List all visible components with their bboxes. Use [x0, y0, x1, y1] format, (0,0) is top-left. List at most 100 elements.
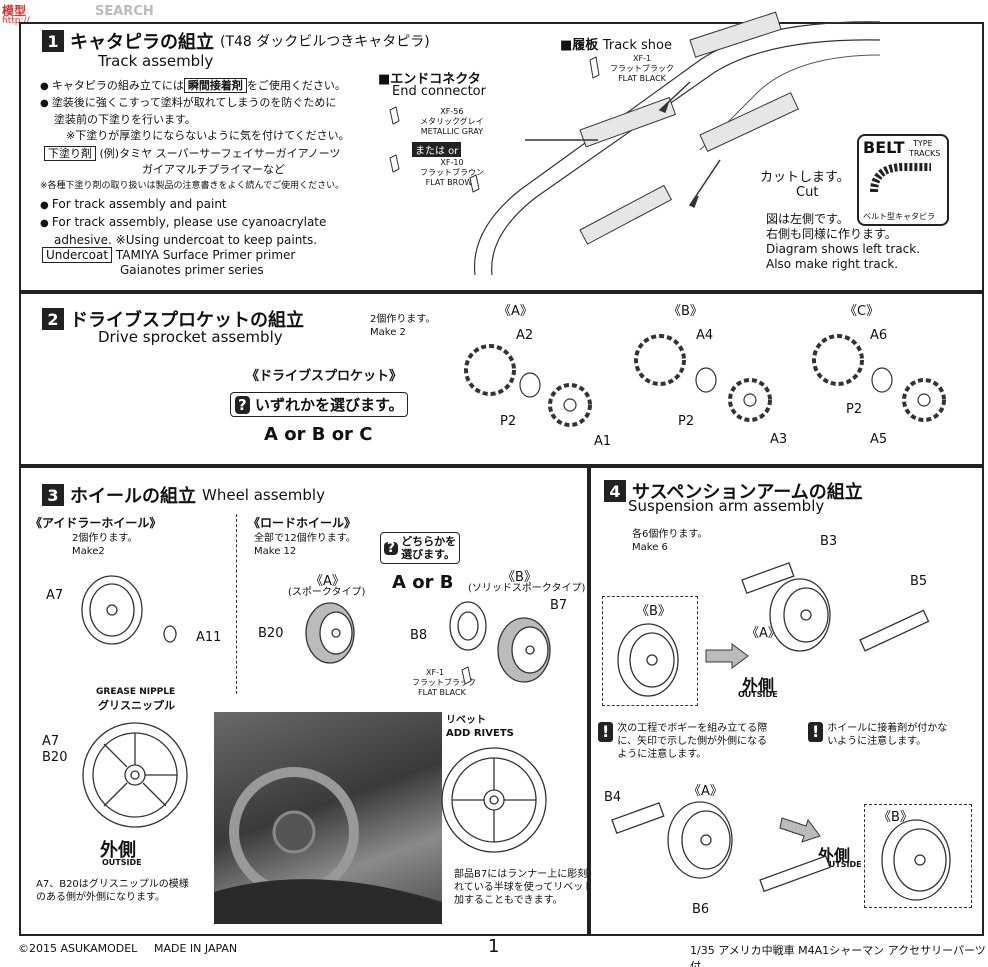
s1-end-connector-jp: ■エンドコネクタ: [378, 72, 481, 87]
s1-paint1-jp: メタリックグレイ: [420, 117, 484, 126]
s4-warning-2: ! ホイールに接着剤が付かな いように注意します。: [808, 722, 947, 748]
s3-label-b20b: B20: [42, 750, 68, 765]
question-icon: ?: [235, 396, 250, 414]
s1-title-paren: (T48 ダックビルつきキャタピラ): [220, 34, 430, 50]
footer-page-number: 1: [488, 936, 500, 957]
s4-variant-b2-box: [864, 804, 972, 908]
s2-make-en: Make 2: [370, 327, 406, 338]
s3-road-make: 全部で12個作ります。 Make 12: [254, 532, 356, 558]
s3-reference-photo: [214, 712, 442, 924]
s2-variant-c-tag: 《C》: [844, 304, 880, 319]
s4-warn1-1: 次の工程でボギーを組み立てる際: [617, 723, 768, 734]
s4-title-en: Suspension arm assembly: [628, 497, 825, 515]
s1-belt-jp: ベルト型キャタピラ: [863, 212, 935, 221]
s1-shoe-en: Track shoe: [602, 38, 672, 53]
s1-title: 1 キャタピラの組立 (T48 ダックビルつきキャタピラ): [42, 28, 430, 54]
s1-note-jp-5: ※下塗りが厚塗りにならないように気を付けてください。: [66, 129, 350, 142]
s2-title-en: Drive sprocket assembly: [98, 328, 283, 346]
s2-variant-a-top: A2: [516, 328, 534, 343]
watermark-brand: 模型: [2, 4, 27, 18]
s1-note-en-0: For track assembly and paint: [40, 196, 326, 214]
s4-label-b3: B3: [820, 534, 838, 549]
s4-outside2-en: OUTSIDE: [822, 860, 862, 869]
s2-variant-b-bottom: A3: [770, 432, 788, 447]
s1-paint2-en: FLAT BROWN: [425, 178, 479, 187]
s4-suspension-illustration: [611, 562, 951, 901]
s3-label-b7: B7: [550, 598, 568, 613]
s4-tag-b: 《B》: [636, 604, 671, 619]
s1-paint1: XF-56 メタリックグレイ METALLIC GRAY: [420, 107, 484, 137]
s1-belt-tracks: TRACKS: [909, 149, 941, 158]
s4-warn2-1: ホイールに接着剤が付かな: [827, 723, 948, 734]
s1-paint2: XF-10 フラットブラウン FLAT BROWN: [420, 158, 484, 188]
s3-rivet-note-3: 加することもできます。: [454, 895, 563, 906]
s1-cut-jp: カットします。: [760, 170, 850, 185]
s4-warn1-3: ように注意します。: [617, 749, 707, 760]
s2-number: 2: [42, 308, 64, 330]
s4-label-b4: B4: [604, 790, 622, 805]
s3-idler-title: 《アイドラーホイール》: [30, 516, 162, 530]
s3-choose-en: A or B: [392, 572, 454, 593]
s2-sprocket-illustration: [464, 334, 946, 427]
s1-paint2-code: XF-10: [440, 158, 464, 167]
s1-notes-en: For track assembly and paint For track a…: [40, 196, 326, 248]
s4-number: 4: [604, 480, 626, 502]
s4-make: 各6個作ります。 Make 6: [632, 528, 707, 554]
s2-variant-a-mid: P2: [500, 414, 517, 429]
s1-shoe-paint-code: XF-1: [632, 54, 652, 63]
s4-warn2-2: いように注意します。: [827, 736, 927, 747]
s4-outside-en: OUTSIDE: [738, 690, 778, 699]
s1-undercoat-en-1: TAMIYA Surface Primer primer: [115, 248, 296, 262]
s2-variant-c-mid: P2: [846, 402, 863, 417]
s1-track-illustration: [389, 11, 881, 276]
s4-outside-jp: 外側: [742, 676, 775, 695]
s3-paint-jp: フラットブラック: [412, 678, 476, 687]
s1-shoe-label: ■履板 Track shoe: [560, 38, 672, 53]
footer-product: 1/35 アメリカ中戦車 M4A1シャーマン アクセサリーパーツ付: [690, 944, 986, 967]
s1-shoe-paint-jp: フラットブラック: [610, 64, 674, 73]
s2-variant-b-mid: P2: [678, 414, 695, 429]
s2-variant-a: 《A》 A2 P2 A1: [460, 298, 640, 458]
s3-number: 3: [42, 484, 64, 506]
s1-undercoat-jp-note: ※各種下塗り剤の取り扱いは製品の注意書きをよく読んでご使用ください。: [40, 181, 345, 191]
s3-title: 3 ホイールの組立 Wheel assembly: [42, 482, 325, 508]
s1-note-en-2: adhesive. ※Using undercoat to keep paint…: [54, 233, 318, 247]
exclamation-icon: !: [808, 722, 824, 742]
s4-variant-b-box: [602, 596, 698, 706]
s1-diagram-note: 図は左側です。 右側も同様に作ります。 Diagram shows left t…: [766, 212, 920, 272]
s3-rivet: リベット ADD RIVETS: [446, 714, 514, 740]
s3-choose-box: ? どちらかを選びます。: [380, 532, 461, 564]
s3-paint: XF-1 フラットブラック FLAT BLACK: [412, 668, 476, 698]
s3-outside-jp: 外側: [100, 840, 136, 861]
s1-cut-label: カットします。 Cut: [760, 170, 850, 200]
s2-title-jp: ドライブスプロケットの組立: [70, 310, 304, 331]
s1-paint1-en: METALLIC GRAY: [420, 127, 483, 136]
s3-label-a7b: A7: [42, 734, 60, 749]
s2-variant-c-bottom: A5: [870, 432, 888, 447]
s1-diagram-jp-2: 右側も同様に作ります。: [766, 227, 897, 241]
watermark-search: SEARCH: [95, 4, 154, 19]
s3-idler-note-1: A7、B20はグリスニップルの模様: [36, 879, 189, 890]
s1-belt-title: BELT: [863, 138, 905, 157]
s3-label-a11: A11: [196, 630, 222, 645]
s3-road-title: 《ロードホイール》: [248, 516, 357, 530]
s4-warn1-2: に、矢印で示した側が外側になる: [617, 736, 767, 747]
s4-label-b6: B6: [692, 902, 710, 917]
s3-road-b-type: (ソリッドスポークタイプ): [468, 583, 586, 594]
s3-idler-note-2: のある側が外側になります。: [36, 892, 165, 903]
s4-tag-b2: 《B》: [878, 810, 913, 825]
s3-outside-en: OUTSIDE: [102, 858, 142, 867]
s1-diagram-en-1: Diagram shows left track.: [766, 242, 921, 256]
s1-diagram-jp-1: 図は左側です。: [766, 212, 849, 226]
s1-shoe-jp: 履板: [572, 38, 599, 53]
s4-warning-1: ! 次の工程でボギーを組み立てる際 に、矢印で示した側が外側になる ように注意し…: [598, 722, 767, 761]
s1-undercoat-en-2: Gaianotes primer series: [120, 263, 264, 277]
s2-variant-b: 《B》 A4 P2 A3: [630, 298, 810, 458]
s3-paint-code: XF-1: [426, 668, 445, 677]
s1-shoe-paint: XF-1 フラットブラック FLAT BLACK: [610, 54, 674, 84]
s1-paint1-code: XF-56: [440, 107, 464, 116]
s2-title: 2 ドライブスプロケットの組立: [42, 306, 304, 332]
s3-grease-en: GREASE NIPPLE: [96, 687, 176, 697]
s2-make: 2個作ります。 Make 2: [370, 313, 435, 339]
